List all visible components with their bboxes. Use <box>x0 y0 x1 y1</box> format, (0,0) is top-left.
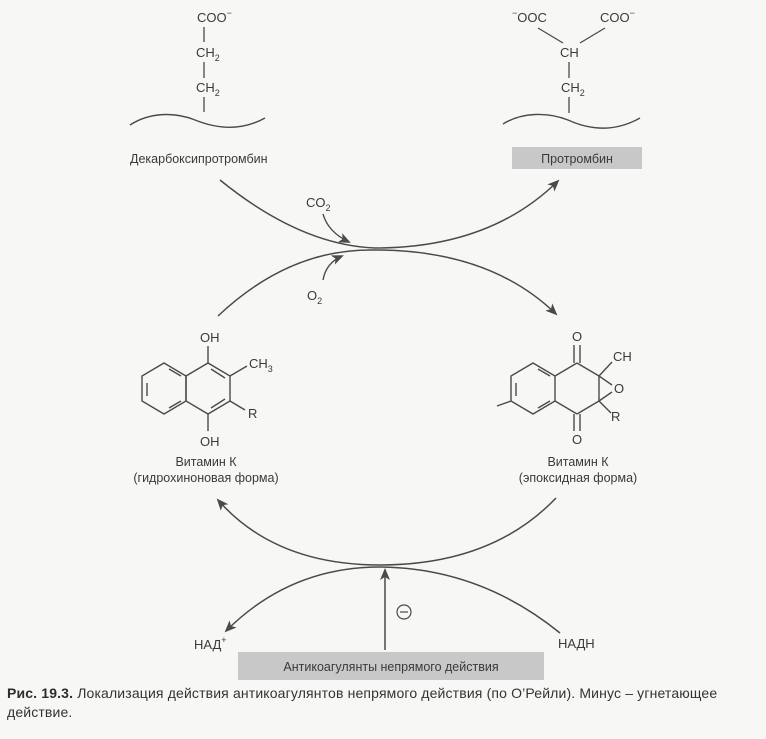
arc-hydroquinone-to-epoxide <box>217 249 558 317</box>
svg-text:CH2: CH2 <box>196 80 220 98</box>
figure-caption: Рис. 19.3. Локализация действия антикоаг… <box>7 684 759 722</box>
svg-text:COO−: COO− <box>600 8 635 25</box>
decarboxyprothrombin-label: Декарбоксипротромбин <box>130 152 268 166</box>
anticoagulants-label: Антикоагулянты непрямого действия <box>283 660 498 674</box>
epoxide-o-label: O <box>614 381 624 396</box>
hydroquinone-label-line2: (гидрохиноновая форма) <box>133 471 278 485</box>
arc-nadh-to-nad <box>224 566 561 634</box>
carbonyl-o-top: O <box>572 329 582 344</box>
inhibition-minus-icon <box>396 604 412 620</box>
decarboxyprothrombin-structure: COO− CH2 CH2 <box>129 8 266 128</box>
coo-text: COO <box>600 10 630 25</box>
prothrombin-structure: −OOC COO− CH CH2 <box>502 8 641 129</box>
epoxide-label-line1: Витамин К <box>547 455 609 469</box>
arc-decarboxy-to-prothrombin <box>219 179 560 249</box>
ch2-text: CH <box>196 80 215 95</box>
nadh-label: НАДН <box>558 636 595 651</box>
protein-backbone-wave <box>502 113 641 129</box>
carbonyl-o-bottom: O <box>572 432 582 447</box>
vitamin-k-hydroquinone-structure <box>141 346 248 431</box>
vitamin-k-epoxide-structure <box>496 345 613 431</box>
oh-bottom-label: OH <box>200 434 220 449</box>
arc-epoxide-to-hydroquinone <box>216 497 557 566</box>
ch-label: CH <box>613 349 632 364</box>
ch-text: CH <box>560 45 579 60</box>
o2-label: O2 <box>307 288 322 306</box>
anticoagulants-box <box>238 652 544 680</box>
ch2-text: CH <box>196 45 215 60</box>
r-label: R <box>248 406 257 421</box>
o2-input-arrow <box>322 255 344 281</box>
charge-minus: − <box>227 8 232 18</box>
protein-backbone-wave <box>129 113 266 128</box>
ch3-label: CH3 <box>249 356 273 374</box>
nad-plus-label: НАД+ <box>194 635 227 652</box>
ooc-text: OOC <box>517 10 547 25</box>
ch2-text: CH <box>561 80 580 95</box>
prothrombin-label-box <box>512 147 642 169</box>
prothrombin-label: Протромбин <box>541 152 613 166</box>
co2-label: CO2 <box>306 195 331 213</box>
diagram: COO− CH2 CH2 Декарбоксипротромбин −OOC C… <box>129 8 642 680</box>
epoxide-label-line2: (эпоксидная форма) <box>519 471 637 485</box>
oh-top-label: OH <box>200 330 220 345</box>
co2-input-arrow <box>322 213 351 243</box>
svg-text:−OOC: −OOC <box>512 8 547 25</box>
svg-text:CH2: CH2 <box>196 45 220 63</box>
coo-text: COO <box>197 10 227 25</box>
caption-number: Рис. 19.3. <box>7 685 74 701</box>
hydroquinone-label-line1: Витамин К <box>175 455 237 469</box>
svg-text:CH2: CH2 <box>561 80 585 98</box>
caption-text: Локализация действия антикоагулянтов неп… <box>7 685 718 720</box>
r-label: R <box>611 409 620 424</box>
svg-text:COO−: COO− <box>197 8 232 25</box>
